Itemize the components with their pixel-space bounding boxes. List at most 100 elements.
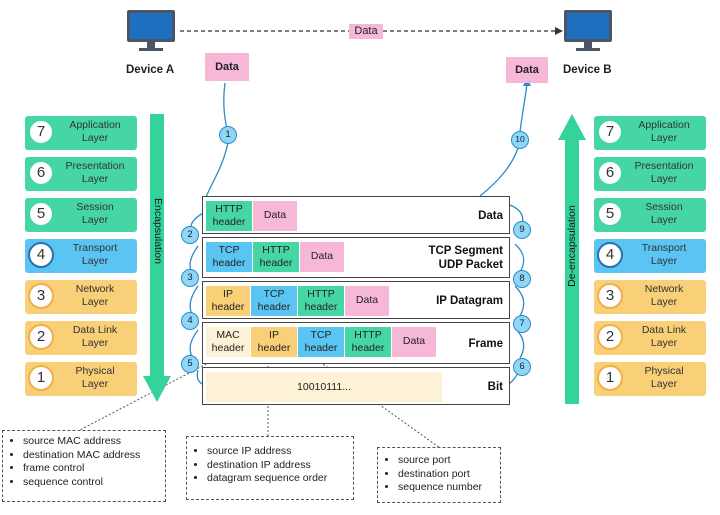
device-b-label: Device B [563,64,612,76]
layer-number: 4 [597,242,623,268]
step-3: 3 [181,269,199,287]
list-item: sequence number [398,481,494,495]
step-2: 2 [181,226,199,244]
layer-number: 2 [28,324,54,350]
info-mac-list: source MAC address destination MAC addre… [11,435,159,489]
encapsulation-arrow-icon [143,114,171,402]
list-item: source port [398,454,494,468]
encapsulation-label: Encapsulation [152,198,164,264]
layer-number: 3 [597,283,623,309]
list-item: destination port [398,468,494,482]
list-item: datagram sequence order [207,472,347,486]
data-box-b: Data [506,57,548,83]
row-label-bit: Bit [487,381,503,393]
info-ip-list: source IP address destination IP address… [195,445,347,486]
step-4: 4 [181,312,199,330]
list-item: destination IP address [207,459,347,473]
deencapsulation-arrow-icon [558,114,586,404]
data-seg: Data [345,286,389,316]
step-10: 10 [511,131,529,149]
row-label-data: Data [478,210,503,222]
layer-number: 7 [28,119,54,145]
layer-number: 6 [597,160,623,186]
step-6: 6 [513,358,531,376]
computer-a-icon [127,10,175,51]
layer-number: 1 [28,365,54,391]
list-item: source MAC address [23,435,159,449]
step-8: 8 [513,270,531,288]
list-item: frame control [23,462,159,476]
layer-number: 5 [597,201,623,227]
layer-number: 3 [28,283,54,309]
list-item: sequence control [23,476,159,490]
layer-number: 5 [28,201,54,227]
layer-number: 1 [597,365,623,391]
row-label-ip: IP Datagram [436,295,503,307]
list-item: source IP address [207,445,347,459]
step-5: 5 [181,355,199,373]
step-1: 1 [219,126,237,144]
deencapsulation-label: De-encapsulation [566,205,578,287]
data-box-a: Data [205,53,249,81]
row-label-frame: Frame [468,338,503,350]
row-bit: 10010111... Bit [202,367,510,405]
layer-number: 4 [28,242,54,268]
layer-number: 7 [597,119,623,145]
data-seg: Data [253,201,297,231]
data-seg: Data [300,242,344,272]
info-ip-header: source IP address destination IP address… [186,436,354,500]
info-tcp-list: source port destination port sequence nu… [386,454,494,495]
computer-b-icon [564,10,612,51]
device-a-label: Device A [126,64,175,76]
data-seg: Data [392,327,436,357]
info-mac-header: source MAC address destination MAC addre… [2,430,166,502]
bit-seg: 10010111... [206,372,442,402]
layer-number: 6 [28,160,54,186]
info-tcp-header: source port destination port sequence nu… [377,447,501,503]
list-item: destination MAC address [23,449,159,463]
step-7: 7 [513,315,531,333]
